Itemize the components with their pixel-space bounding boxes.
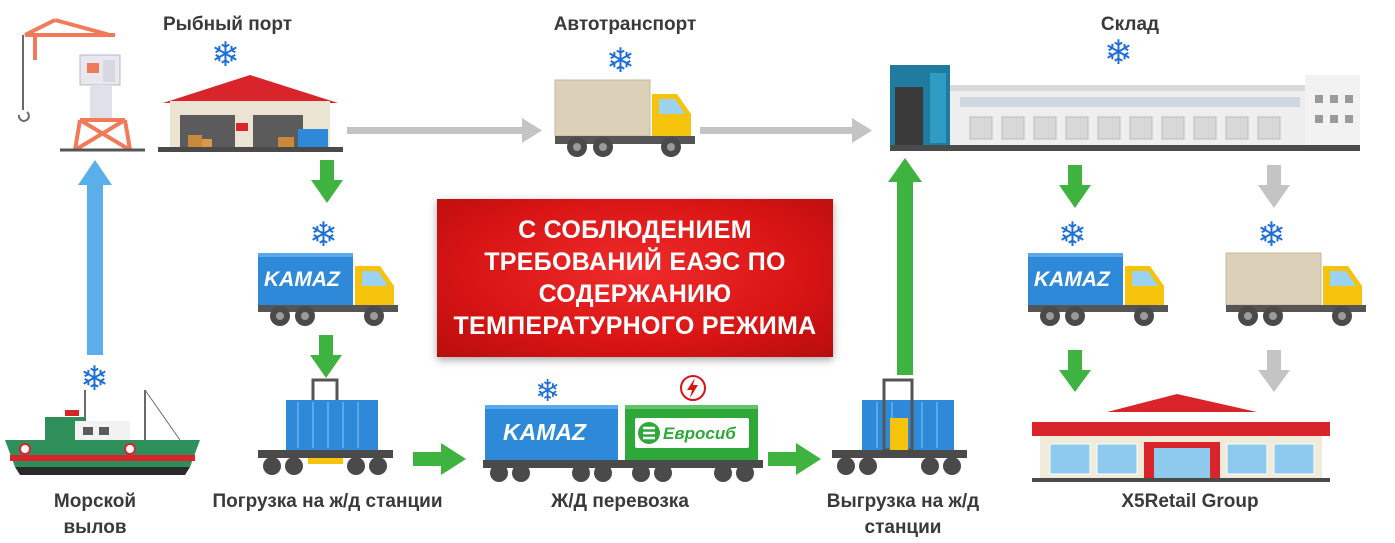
snowflake-icon: ❄ (535, 374, 561, 409)
arrow-truck-to-warehouse (700, 118, 872, 143)
evrosib-logo: Евросиб (663, 424, 736, 443)
retail-store-illustration (1032, 394, 1330, 482)
snowflake-icon: ❄ (309, 215, 338, 255)
rail-loading-illustration (258, 378, 393, 475)
lightning-icon (680, 375, 706, 401)
snowflake-icon: ❄ (211, 35, 240, 75)
arrow-truck-to-store (1258, 350, 1290, 392)
kamaz-logo: KAMAZ (264, 268, 341, 291)
refrigerated-truck-illustration (554, 79, 695, 157)
label-rail-unloading-1: Выгрузка на ж/д (826, 491, 980, 512)
snowflake-icon: ❄ (1058, 215, 1087, 255)
rail-unloading-illustration (832, 378, 967, 475)
label-rail-loading: Погрузка на ж/д станции (212, 491, 443, 512)
label-fish-port: Рыбный порт (162, 14, 293, 35)
temperature-compliance-banner: С СОБЛЮДЕНИЕМ ТРЕБОВАНИЙ ЕАЭС ПО СОДЕРЖА… (437, 199, 833, 357)
banner-line-3: СОДЕРЖАНИЮ (538, 280, 732, 308)
label-rail-transport: Ж/Д перевозка (551, 491, 689, 512)
arrow-kamaz-to-loading (310, 335, 342, 378)
label-rail-unloading-2: станции (864, 517, 942, 538)
label-sea-catch-2: вылов (63, 517, 127, 538)
arrow-rail-to-unloading (768, 443, 821, 475)
kamaz-logo: KAMAZ (503, 419, 587, 445)
fish-port-building-illustration (158, 75, 343, 152)
banner-line-2: ТРЕБОВАНИЙ ЕАЭС ПО (484, 248, 786, 276)
banner-line-1: С СОБЛЮДЕНИЕМ (518, 216, 752, 244)
warehouse-illustration (890, 65, 1360, 151)
arrow-loading-to-rail (413, 443, 466, 475)
arrow-ship-to-crane (78, 160, 112, 355)
fishing-ship-illustration (5, 389, 200, 475)
arrow-port-to-kamaz (311, 160, 343, 203)
label-retailer: X5Retail Group (1121, 491, 1259, 512)
arrow-warehouse-to-truck (1258, 165, 1290, 208)
arrow-kamaz-to-store (1059, 350, 1091, 392)
banner-line-4: ТЕМПЕРАТУРНОГО РЕЖИМА (453, 312, 817, 340)
label-warehouse: Склад (1100, 14, 1160, 35)
kamaz-truck-illustration: KAMAZ (1028, 253, 1168, 326)
arrow-warehouse-to-kamaz (1059, 165, 1091, 208)
label-trucking: Автотранспорт (553, 14, 697, 35)
snowflake-icon: ❄ (1104, 33, 1133, 73)
snowflake-icon: ❄ (1257, 215, 1286, 255)
port-crane-illustration (17, 18, 145, 152)
kamaz-logo: KAMAZ (1034, 268, 1111, 291)
refrigerated-truck-illustration (1225, 252, 1366, 326)
arrow-unloading-to-warehouse (888, 158, 922, 375)
label-sea-catch-1: Морской (53, 491, 137, 512)
rail-transport-illustration: KAMAZ Евросиб (483, 405, 763, 482)
kamaz-truck-illustration: KAMAZ (258, 253, 398, 326)
snowflake-icon: ❄ (606, 41, 635, 81)
arrow-port-to-truck (347, 118, 542, 143)
